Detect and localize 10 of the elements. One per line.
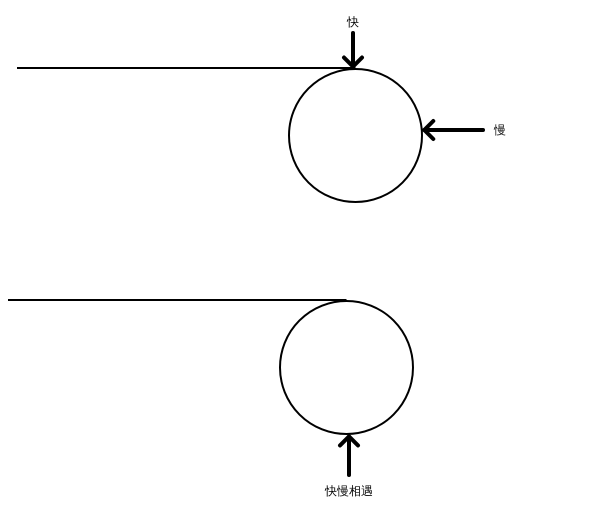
circle	[279, 300, 414, 435]
line	[8, 299, 346, 301]
circle	[288, 68, 423, 203]
label: 快慢相遇	[325, 484, 373, 498]
label: 慢	[494, 123, 506, 137]
line	[17, 67, 356, 69]
arrow	[338, 434, 360, 477]
arrow	[342, 31, 364, 69]
arrow	[422, 119, 485, 141]
label: 快	[347, 15, 359, 29]
